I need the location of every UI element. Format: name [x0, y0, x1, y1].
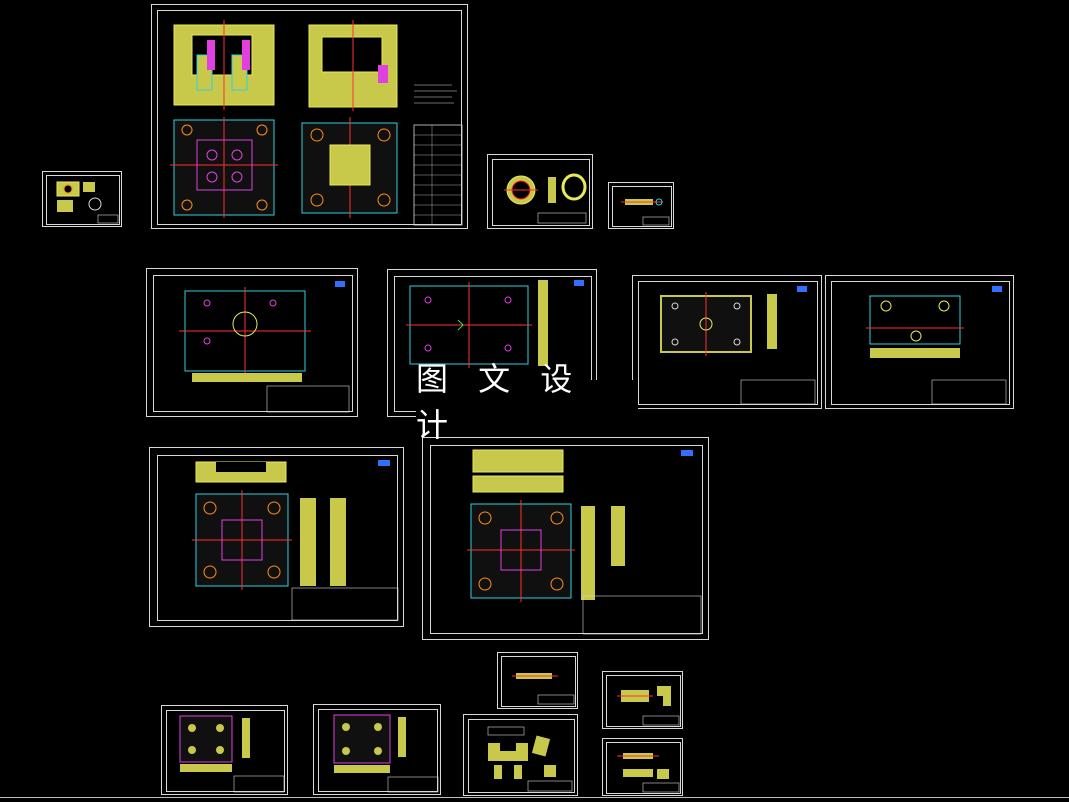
- drawing-frame: [606, 675, 681, 727]
- ring-part-graphic: [504, 173, 587, 224]
- viewport-bottom-border: [0, 797, 1069, 798]
- guide-drawing-sheet[interactable]: [602, 738, 683, 796]
- drawing-frame: [430, 445, 703, 634]
- insert-drawing-1-graphic: [512, 673, 575, 705]
- plate-drawing-4-sheet[interactable]: [825, 275, 1014, 409]
- insert-drawing-3-graphic: [333, 714, 439, 793]
- insert-drawing-2-graphic: [179, 715, 285, 793]
- plate-drawing-1-sheet[interactable]: [146, 268, 358, 417]
- cavity-plate-sheet[interactable]: [149, 447, 404, 627]
- drawing-frame: [612, 186, 672, 227]
- cavity-plate-graphic: [192, 460, 399, 621]
- guide-drawing-graphic: [617, 753, 680, 793]
- insert-drawing-3-sheet[interactable]: [313, 704, 441, 795]
- product-drawing-graphic: [56, 181, 119, 224]
- plate-drawing-2-graphic: [406, 280, 584, 368]
- drawing-frame: [606, 742, 681, 794]
- drawing-frame: [157, 455, 398, 621]
- drawing-frame: [501, 656, 576, 707]
- core-plate-sheet[interactable]: [422, 437, 709, 640]
- block-drawing-graphic: [617, 686, 680, 726]
- plate-drawing-4-graphic: [866, 286, 1007, 405]
- drawing-frame: [492, 159, 590, 226]
- plate-drawing-1-graphic: [179, 281, 350, 413]
- plate-drawing-3-sheet[interactable]: [632, 275, 822, 409]
- drawing-frame: [468, 719, 575, 793]
- drawing-frame: [318, 709, 438, 792]
- core-plate-graphic: [467, 449, 702, 635]
- drawing-frame: [153, 275, 353, 412]
- insert-drawing-1-sheet[interactable]: [497, 652, 578, 709]
- drawing-frame: [831, 281, 1010, 405]
- assembly-drawing-graphic: [170, 20, 463, 226]
- pin-part-sheet[interactable]: [608, 182, 674, 229]
- slider-drawing-sheet[interactable]: [463, 714, 578, 796]
- block-drawing-sheet[interactable]: [602, 671, 683, 729]
- drawing-frame: [166, 710, 285, 792]
- product-drawing-sheet[interactable]: [42, 171, 122, 227]
- drawing-frame: [157, 10, 462, 225]
- drawing-frame: [638, 281, 818, 405]
- insert-drawing-2-sheet[interactable]: [161, 705, 288, 795]
- ring-part-sheet[interactable]: [487, 154, 593, 229]
- plate-drawing-3-graphic: [660, 286, 816, 405]
- watermark-label: 图 文 设 计: [416, 360, 638, 444]
- pin-part-graphic: [621, 198, 670, 226]
- slider-drawing-graphic: [487, 726, 573, 792]
- assembly-drawing-sheet[interactable]: [151, 4, 468, 229]
- drawing-frame: [46, 175, 120, 225]
